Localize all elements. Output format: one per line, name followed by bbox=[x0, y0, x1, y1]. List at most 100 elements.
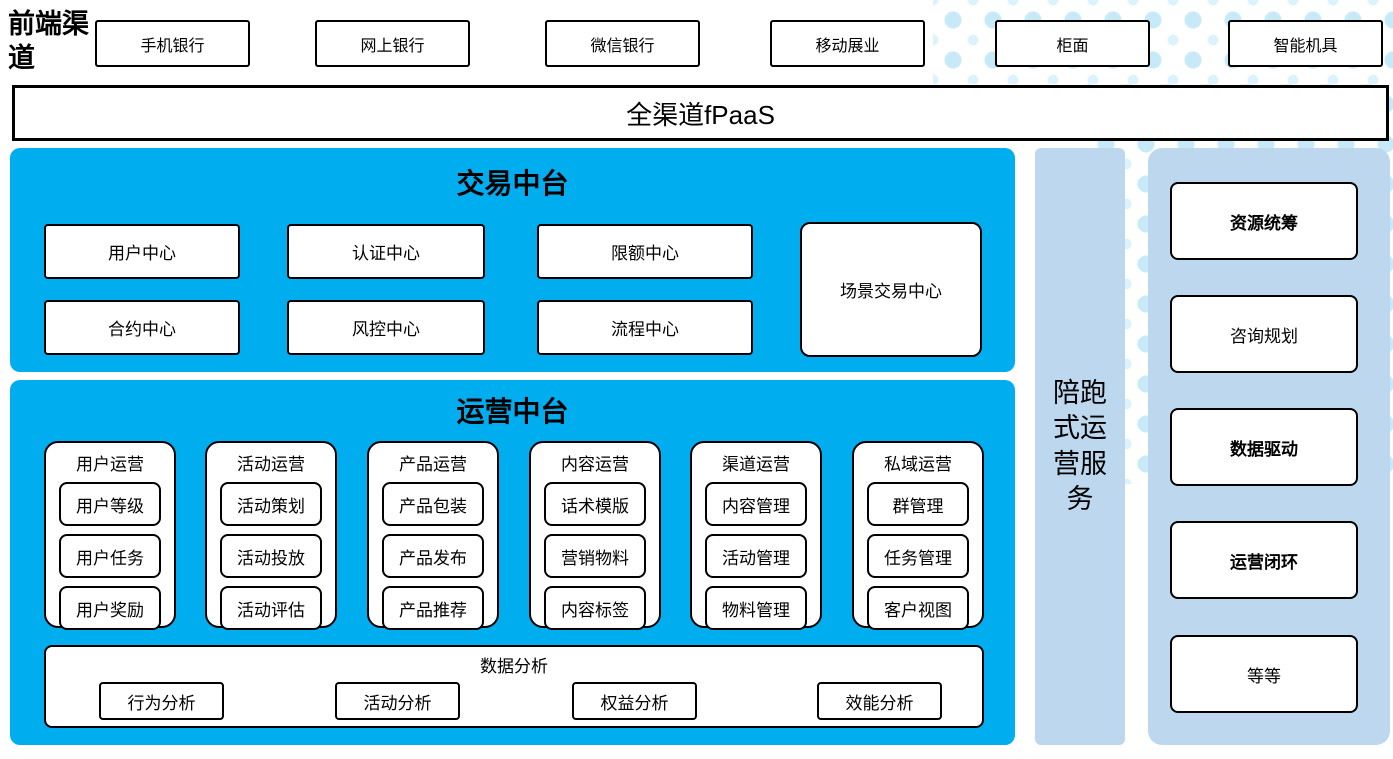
box-scenario-transaction-center: 场景交易中心 bbox=[800, 222, 982, 357]
fpaas-label: 全渠道fPaaS bbox=[626, 99, 775, 130]
box-consulting-planning: 咨询规划 bbox=[1170, 295, 1358, 373]
channel-label: 网上银行 bbox=[360, 37, 425, 55]
group-header: 私域运营 bbox=[884, 455, 952, 474]
group-items: 用户等级 用户任务 用户奖励 bbox=[59, 482, 161, 630]
box-label: 合约中心 bbox=[108, 320, 176, 339]
box-activity-management: 活动管理 bbox=[705, 534, 807, 578]
box-etc: 等等 bbox=[1170, 635, 1358, 713]
box-contract-center: 合约中心 bbox=[44, 300, 240, 355]
box-label: 群管理 bbox=[892, 496, 944, 516]
box-label: 产品发布 bbox=[399, 548, 467, 568]
box-content-tag: 内容标签 bbox=[544, 586, 646, 630]
box-label: 行为分析 bbox=[127, 693, 196, 713]
front-channels-label: 前端渠道 bbox=[8, 9, 89, 74]
box-label: 任务管理 bbox=[884, 548, 952, 568]
box-label: 限额中心 bbox=[611, 244, 679, 263]
box-label: 数据驱动 bbox=[1230, 439, 1298, 459]
group-items: 活动策划 活动投放 活动评估 bbox=[220, 482, 322, 630]
group-private-domain-operation: 私域运营 群管理 任务管理 客户视图 bbox=[852, 441, 984, 630]
box-label: 流程中心 bbox=[611, 320, 679, 339]
box-user-reward: 用户奖励 bbox=[59, 586, 161, 630]
box-activity-planning: 活动策划 bbox=[220, 482, 322, 526]
group-channel-operation: 渠道运营 内容管理 活动管理 物料管理 bbox=[690, 441, 822, 630]
box-label: 用户任务 bbox=[76, 548, 144, 568]
service-items-panel: 资源统筹 咨询规划 数据驱动 运营闭环 等等 bbox=[1148, 148, 1390, 745]
channel-box-counter: 柜面 bbox=[995, 20, 1150, 67]
channel-label: 智能机具 bbox=[1273, 37, 1338, 55]
box-efficiency-analysis: 效能分析 bbox=[817, 682, 942, 720]
group-content-operation: 内容运营 话术模版 营销物料 内容标签 bbox=[529, 441, 661, 630]
box-script-template: 话术模版 bbox=[544, 482, 646, 526]
channel-box-online-banking: 网上银行 bbox=[315, 20, 470, 67]
box-user-center: 用户中心 bbox=[44, 224, 240, 279]
box-label: 效能分析 bbox=[845, 693, 914, 713]
box-label: 权益分析 bbox=[600, 693, 669, 713]
box-label: 风控中心 bbox=[352, 320, 420, 339]
box-label: 资源统筹 bbox=[1230, 213, 1298, 233]
box-activity-analysis: 活动分析 bbox=[335, 682, 460, 720]
box-label: 客户视图 bbox=[884, 600, 952, 620]
box-product-packaging: 产品包装 bbox=[382, 482, 484, 526]
box-label: 场景交易中心 bbox=[840, 282, 942, 301]
box-marketing-material: 营销物料 bbox=[544, 534, 646, 578]
box-label: 活动评估 bbox=[237, 600, 305, 620]
channel-box-mobile-outreach: 移动展业 bbox=[770, 20, 925, 67]
group-items: 产品包装 产品发布 产品推荐 bbox=[382, 482, 484, 630]
channel-label: 手机银行 bbox=[140, 37, 205, 55]
box-auth-center: 认证中心 bbox=[287, 224, 485, 279]
box-label: 营销物料 bbox=[561, 548, 629, 568]
group-items: 群管理 任务管理 客户视图 bbox=[867, 482, 969, 630]
group-header: 产品运营 bbox=[399, 455, 467, 474]
box-label: 话术模版 bbox=[561, 496, 629, 516]
box-limit-center: 限额中心 bbox=[537, 224, 753, 279]
operation-platform-title: 运营中台 bbox=[456, 396, 569, 427]
operation-platform-section: 运营中台 用户运营 用户等级 用户任务 用户奖励 活动运营 活动策划 活动投放 … bbox=[10, 380, 1015, 745]
box-label: 内容标签 bbox=[561, 600, 629, 620]
group-header: 渠道运营 bbox=[722, 455, 790, 474]
box-content-management: 内容管理 bbox=[705, 482, 807, 526]
box-user-level: 用户等级 bbox=[59, 482, 161, 526]
box-label: 用户中心 bbox=[108, 244, 176, 263]
box-label: 用户等级 bbox=[76, 496, 144, 516]
channel-box-smart-devices: 智能机具 bbox=[1228, 20, 1383, 67]
channel-box-mobile-banking: 手机银行 bbox=[95, 20, 250, 67]
box-label: 等等 bbox=[1247, 666, 1281, 686]
channel-label: 微信银行 bbox=[590, 37, 655, 55]
box-product-release: 产品发布 bbox=[382, 534, 484, 578]
box-process-center: 流程中心 bbox=[537, 300, 753, 355]
box-product-recommendation: 产品推荐 bbox=[382, 586, 484, 630]
box-label: 活动策划 bbox=[237, 496, 305, 516]
box-task-management: 任务管理 bbox=[867, 534, 969, 578]
box-label: 认证中心 bbox=[352, 244, 420, 263]
box-material-management: 物料管理 bbox=[705, 586, 807, 630]
group-header: 内容运营 bbox=[561, 455, 629, 474]
data-analysis-box: 数据分析 行为分析 活动分析 权益分析 效能分析 bbox=[44, 645, 984, 728]
box-behavior-analysis: 行为分析 bbox=[99, 682, 224, 720]
box-label: 运营闭环 bbox=[1230, 552, 1298, 572]
box-activity-delivery: 活动投放 bbox=[220, 534, 322, 578]
box-label: 用户奖励 bbox=[76, 600, 144, 620]
box-risk-center: 风控中心 bbox=[287, 300, 485, 355]
transaction-platform-title: 交易中台 bbox=[456, 168, 569, 199]
box-label: 活动投放 bbox=[237, 548, 305, 568]
box-label: 物料管理 bbox=[722, 600, 790, 620]
box-resource-coordination: 资源统筹 bbox=[1170, 182, 1358, 260]
accompanying-operation-service-label: 陪跑式运营服务 bbox=[1053, 378, 1107, 514]
box-label: 咨询规划 bbox=[1230, 326, 1298, 346]
group-header: 活动运营 bbox=[237, 455, 305, 474]
group-user-operation: 用户运营 用户等级 用户任务 用户奖励 bbox=[44, 441, 176, 630]
box-label: 产品包装 bbox=[399, 496, 467, 516]
channel-label: 柜面 bbox=[1056, 37, 1089, 55]
box-label: 活动分析 bbox=[363, 693, 432, 713]
group-items: 话术模版 营销物料 内容标签 bbox=[544, 482, 646, 630]
box-activity-evaluation: 活动评估 bbox=[220, 586, 322, 630]
group-header: 用户运营 bbox=[76, 455, 144, 474]
accompanying-operation-service-bar: 陪跑式运营服务 bbox=[1035, 148, 1125, 745]
group-items: 内容管理 活动管理 物料管理 bbox=[705, 482, 807, 630]
box-label: 内容管理 bbox=[722, 496, 790, 516]
group-activity-operation: 活动运营 活动策划 活动投放 活动评估 bbox=[205, 441, 337, 630]
box-benefit-analysis: 权益分析 bbox=[572, 682, 697, 720]
group-product-operation: 产品运营 产品包装 产品发布 产品推荐 bbox=[367, 441, 499, 630]
box-label: 产品推荐 bbox=[399, 600, 467, 620]
